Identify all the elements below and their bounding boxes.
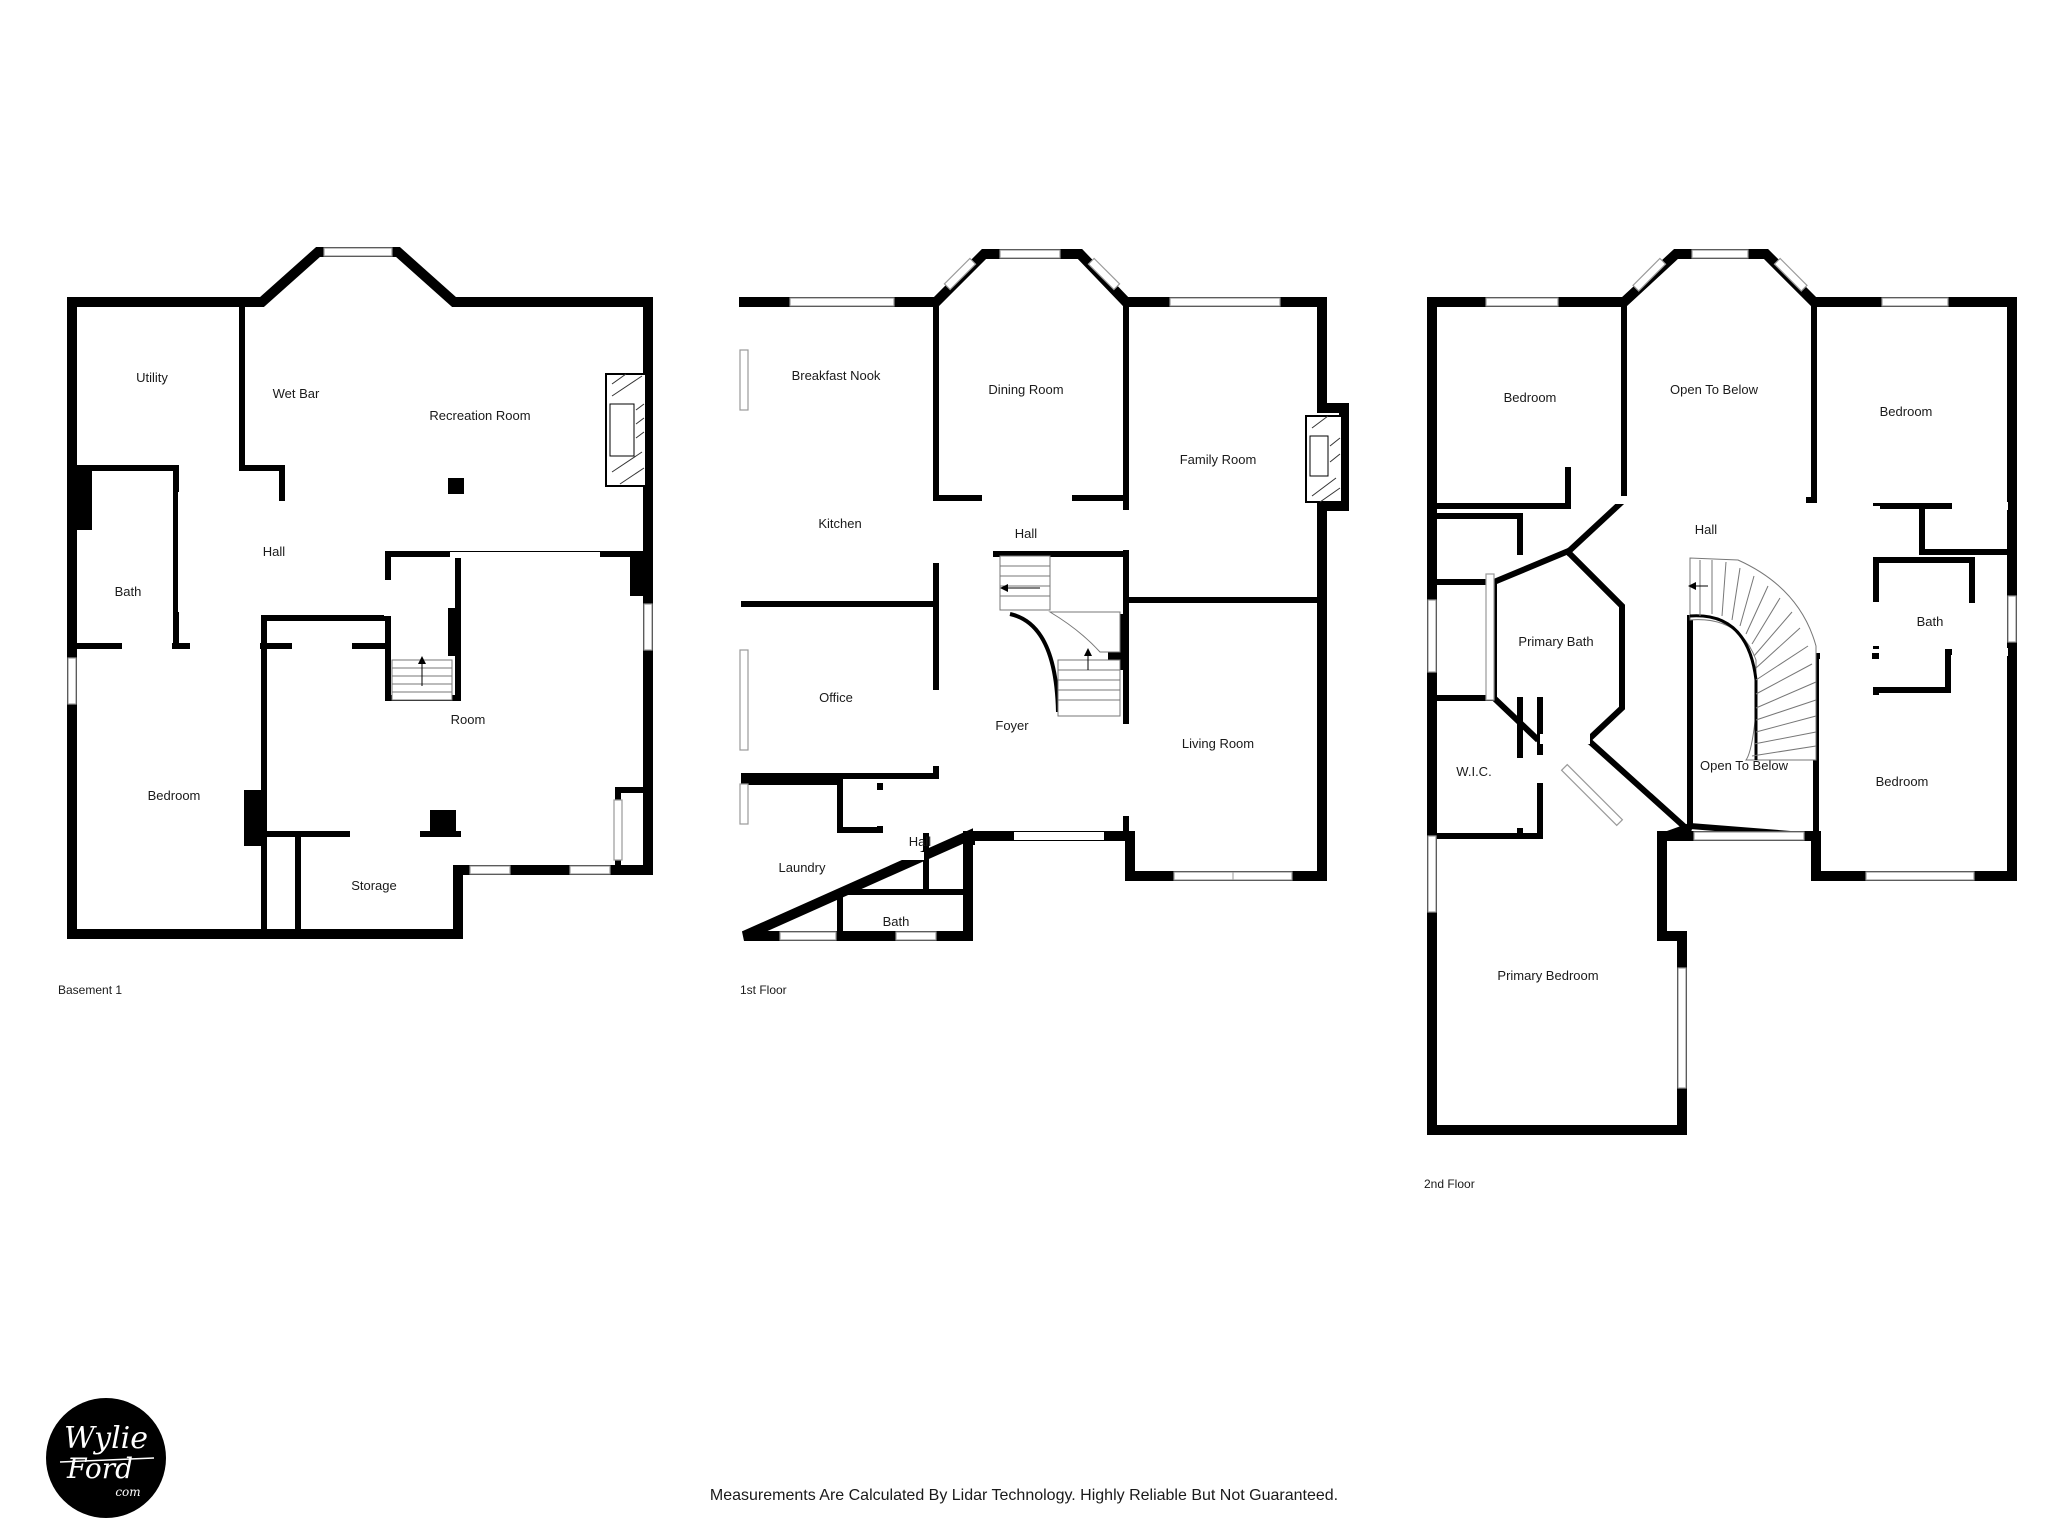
first-floor-label: 1st Floor bbox=[740, 983, 787, 997]
brand-logo: Wylie Ford com bbox=[46, 1398, 166, 1518]
second-floor-label: 2nd Floor bbox=[1424, 1177, 1475, 1191]
basement-storage-label: Storage bbox=[351, 878, 397, 893]
logo-line-2: Ford bbox=[66, 1452, 133, 1485]
second-bedroom-nw-label: Bedroom bbox=[1504, 390, 1557, 405]
basement-recreation-room-label: Recreation Room bbox=[429, 408, 530, 423]
first-foyer-label: Foyer bbox=[995, 718, 1029, 733]
first-bath-label: Bath bbox=[883, 914, 910, 929]
first-family-room-label: Family Room bbox=[1180, 452, 1257, 467]
first-hall-label: Hall bbox=[1015, 526, 1038, 541]
second-hall-label: Hall bbox=[1695, 522, 1718, 537]
second-floor-plan: Bedroom Open To Below Bedroom Hall Prima… bbox=[1424, 249, 2017, 1191]
first-hall-2-label: Hall bbox=[909, 834, 932, 849]
measurement-disclaimer: Measurements Are Calculated By Lidar Tec… bbox=[710, 1487, 1338, 1504]
second-bedroom-se-label: Bedroom bbox=[1876, 774, 1929, 789]
second-bath-label: Bath bbox=[1917, 614, 1944, 629]
basement-utility-label: Utility bbox=[136, 370, 168, 385]
basement-floor-plan: Utility Wet Bar Recreation Room Hall Bat… bbox=[58, 247, 653, 997]
logo-line-1: Wylie bbox=[64, 1421, 148, 1456]
basement-floor-label: Basement 1 bbox=[58, 983, 122, 997]
first-laundry-label: Laundry bbox=[779, 860, 826, 875]
basement-wet-bar-label: Wet Bar bbox=[273, 386, 320, 401]
first-dining-room-label: Dining Room bbox=[988, 382, 1063, 397]
first-floor-plan: Breakfast Nook Dining Room Family Room K… bbox=[739, 249, 1349, 997]
logo-line-3: com bbox=[115, 1485, 140, 1499]
first-kitchen-label: Kitchen bbox=[818, 516, 861, 531]
basement-room-label: Room bbox=[451, 712, 486, 727]
second-open-to-below-top-label: Open To Below bbox=[1670, 382, 1759, 397]
first-breakfast-nook-label: Breakfast Nook bbox=[792, 368, 881, 383]
first-office-label: Office bbox=[819, 690, 853, 705]
second-wic-label: W.I.C. bbox=[1456, 764, 1491, 779]
second-open-to-below-stairs-label: Open To Below bbox=[1700, 758, 1789, 773]
second-primary-bedroom-label: Primary Bedroom bbox=[1497, 968, 1598, 983]
first-living-room-label: Living Room bbox=[1182, 736, 1254, 751]
second-primary-bath-label: Primary Bath bbox=[1518, 634, 1593, 649]
basement-bath-label: Bath bbox=[115, 584, 142, 599]
basement-bedroom-label: Bedroom bbox=[148, 788, 201, 803]
second-bedroom-ne-label: Bedroom bbox=[1880, 404, 1933, 419]
basement-hall-label: Hall bbox=[263, 544, 286, 559]
